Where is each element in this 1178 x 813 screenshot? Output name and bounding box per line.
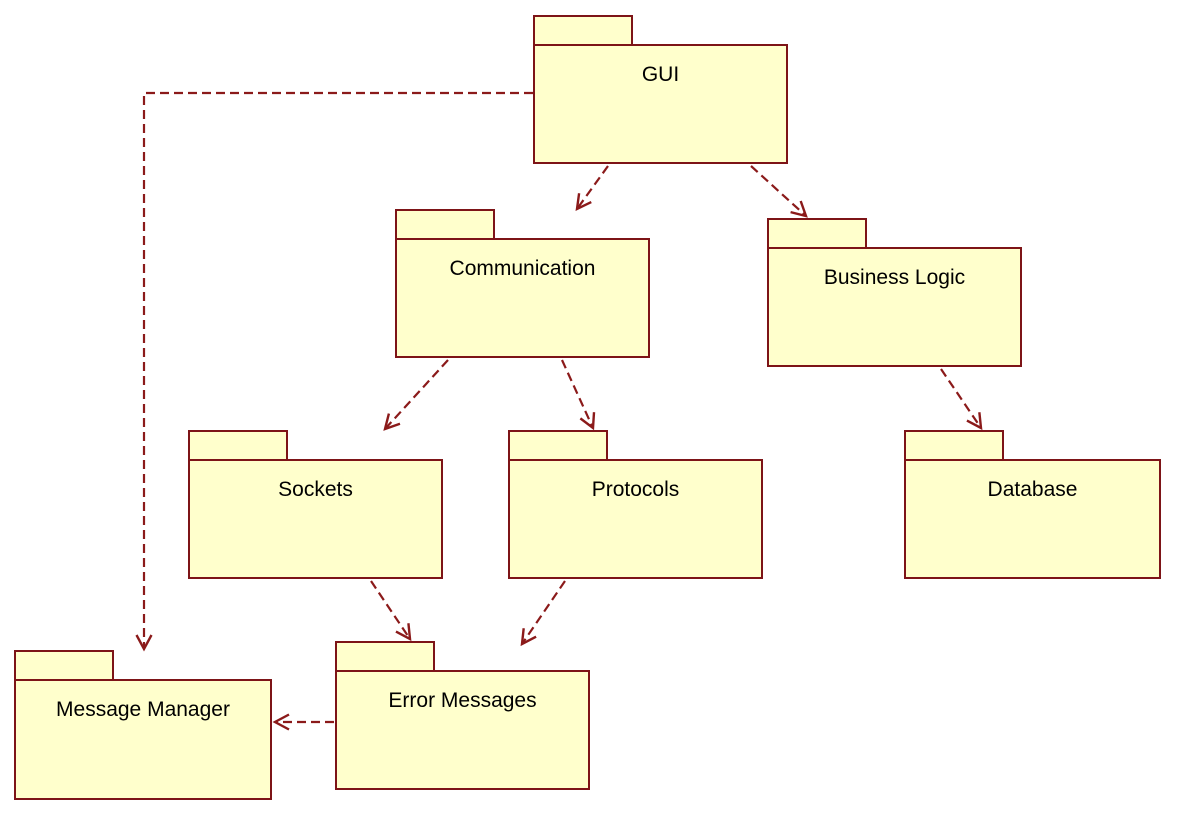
package-body: Business Logic xyxy=(767,247,1022,367)
package-label: Business Logic xyxy=(823,266,966,289)
package-body: Communication xyxy=(395,238,650,358)
dependency-gui-to-communication xyxy=(575,165,609,212)
package-label: Protocols xyxy=(591,478,680,501)
package-tab xyxy=(188,430,288,461)
package-tab xyxy=(395,209,495,240)
package-tab xyxy=(533,15,633,46)
package-tab xyxy=(904,430,1004,461)
package-body: Sockets xyxy=(188,459,443,579)
package-label: Database xyxy=(987,478,1078,501)
dependency-business-logic-to-database xyxy=(940,368,983,431)
package-tab xyxy=(14,650,114,681)
package-body: GUI xyxy=(533,44,788,164)
dependency-communication-to-sockets xyxy=(383,359,449,431)
package-label: Communication xyxy=(449,257,596,280)
package-tab xyxy=(767,218,867,249)
package-tab xyxy=(335,641,435,672)
dependency-communication-to-protocols xyxy=(560,359,596,431)
package-label: Error Messages xyxy=(388,689,537,712)
dependency-protocols-to-error-messages xyxy=(520,580,566,647)
dependency-gui-to-message-manager xyxy=(135,91,533,652)
package-body: Message Manager xyxy=(14,679,272,800)
dependency-gui-to-business-logic xyxy=(750,165,808,218)
package-body: Database xyxy=(904,459,1161,579)
package-label: Sockets xyxy=(278,478,353,501)
package-tab xyxy=(508,430,608,461)
dependency-sockets-to-error-messages xyxy=(370,580,412,642)
package-body: Protocols xyxy=(508,459,763,579)
package-body: Error Messages xyxy=(335,670,590,790)
package-label: Message Manager xyxy=(56,698,230,721)
package-label: GUI xyxy=(641,63,680,86)
